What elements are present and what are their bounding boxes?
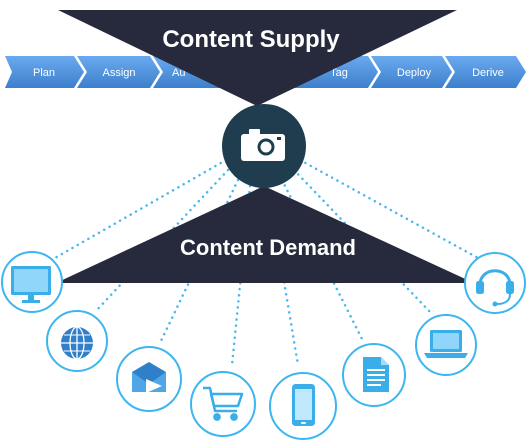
- channel-desktop: [415, 314, 477, 376]
- process-step-label: Assign: [102, 67, 135, 79]
- content-supply-funnel: Content Supply: [58, 10, 457, 106]
- process-step-bar: Plan Assign Au Tag Deploy Derive: [5, 56, 526, 88]
- process-step-plan: Plan: [5, 56, 84, 88]
- process-step-deploy: Deploy: [371, 56, 452, 88]
- process-step-label: Derive: [472, 67, 504, 79]
- content-hub: [222, 104, 306, 188]
- document-icon: [363, 357, 389, 392]
- monitor-icon: [11, 266, 51, 303]
- channel-mobile: [269, 372, 337, 440]
- camera-icon: [241, 129, 285, 161]
- process-step-assign: Assign: [77, 56, 160, 88]
- channel-ecommerce: [190, 371, 256, 437]
- content-demand-funnel: Content Demand: [56, 186, 474, 283]
- content-demand-title: Content Demand: [180, 235, 356, 260]
- headset-icon: [476, 269, 514, 307]
- channel-web: [46, 310, 108, 372]
- channel-support: [464, 252, 526, 314]
- process-step-label: Tag: [330, 67, 348, 79]
- content-supply-title: Content Supply: [162, 26, 340, 53]
- channel-email: [116, 346, 182, 412]
- channel-print: [342, 343, 406, 407]
- email-icon: [132, 362, 166, 393]
- process-step-derive: Derive: [445, 56, 526, 88]
- connector-line: [53, 158, 228, 260]
- laptop-icon: [424, 330, 468, 358]
- process-step-label: Deploy: [397, 67, 432, 79]
- shopping-cart-icon: [203, 386, 244, 421]
- channel-monitor: [1, 251, 63, 313]
- smartphone-icon: [292, 384, 315, 426]
- process-step-label: Au: [172, 67, 185, 79]
- process-step-label: Plan: [33, 67, 55, 79]
- globe-icon: [61, 326, 93, 360]
